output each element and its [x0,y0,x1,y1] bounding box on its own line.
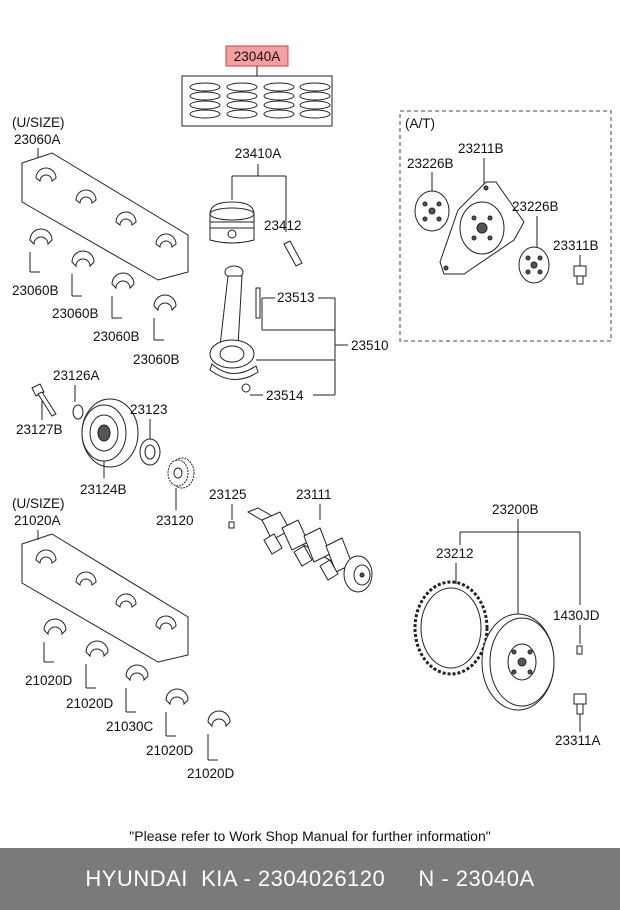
adapter-b-part [518,246,550,284]
main-c-label[interactable]: 21020D [146,743,194,758]
con-rod-bolt-label[interactable]: 23513 [277,290,315,305]
sprocket-part [167,457,195,489]
flywheel-bolt-label[interactable]: 23311A [555,733,601,748]
drive-plate-label[interactable]: 23211B [458,141,504,156]
pin-label[interactable]: 1430JD [553,608,600,623]
con-rod-nut-label[interactable]: 23514 [266,388,304,403]
at-group-frame [399,110,612,342]
seal-part [139,438,161,466]
part-number-footer: HYUNDAI KIA - 2304026120 N - 23040A [0,848,620,910]
main-bearing-shells-single [43,618,231,728]
main-a-label[interactable]: 21020D [25,673,73,688]
bearing-d-label[interactable]: 23060B [133,352,180,367]
drive-plate-part [439,181,525,275]
piston-rings [189,82,331,119]
adapter-a-part [414,190,450,232]
at-note: (A/T) [405,116,435,131]
main-bearing-set-frame [21,533,189,663]
bearing-b-label[interactable]: 23060B [52,306,99,321]
bearing-shells-upper [35,167,177,248]
pulley-label[interactable]: 23124B [80,482,127,497]
con-rod-label[interactable]: 23510 [351,338,389,353]
bearing-a-label[interactable]: 23060B [12,283,59,298]
piston-label[interactable]: 23410A [235,146,282,161]
bearing-set-upper-label[interactable]: 23060A [14,132,61,147]
upper-bearing-usize-note: (U/SIZE) [12,115,65,130]
piston-ring-set-frame [181,75,333,127]
pulley-bolt-label[interactable]: 23127B [16,422,63,437]
main-b-label[interactable]: 21020D [66,696,114,711]
flywheel-part [481,613,555,711]
crankshaft-label[interactable]: 23111 [296,487,332,502]
sprocket-label[interactable]: 23120 [156,513,194,528]
drive-plate-bolt-part [573,265,587,285]
bearing-set-upper-frame [21,152,189,281]
parts-diagram: 23040A (U/SIZE) 23060A [12,45,612,781]
ring-gear-part [413,580,489,676]
lower-bearing-usize-note: (U/SIZE) [12,496,65,511]
pulley-bolt-part [31,383,57,417]
flywheel-bolt-part [573,693,587,715]
pin-part [576,645,583,655]
bearing-shells-single-upper [29,228,177,312]
adapter-a-label[interactable]: 23226B [407,156,454,171]
piston-part [209,201,255,244]
seal-label[interactable]: 23123 [130,402,168,417]
crankshaft-part [246,507,373,593]
pulley-part [81,398,139,468]
con-rod-part [209,265,261,393]
key-part [228,521,235,529]
piston-pin-part [283,240,303,267]
ring-gear-label[interactable]: 23212 [436,546,474,561]
piston-ring-set-label[interactable]: 23040A [234,49,281,64]
main-bearing-set-label[interactable]: 21020A [14,513,61,528]
key-label[interactable]: 23125 [209,487,247,502]
thrust-label[interactable]: 21030C [106,719,154,734]
adapter-b-label[interactable]: 23226B [512,199,559,214]
main-bearing-shells-set [35,549,177,630]
main-d-label[interactable]: 21020D [187,766,235,781]
piston-pin-label[interactable]: 23412 [264,218,302,233]
washer-part [72,404,84,420]
flywheel-label[interactable]: 23200B [492,502,539,517]
washer-label[interactable]: 23126A [53,368,100,383]
bearing-c-label[interactable]: 23060B [93,329,140,344]
drive-plate-bolt-label[interactable]: 23311B [553,238,599,253]
workshop-note: "Please refer to Work Shop Manual for fu… [129,828,491,844]
